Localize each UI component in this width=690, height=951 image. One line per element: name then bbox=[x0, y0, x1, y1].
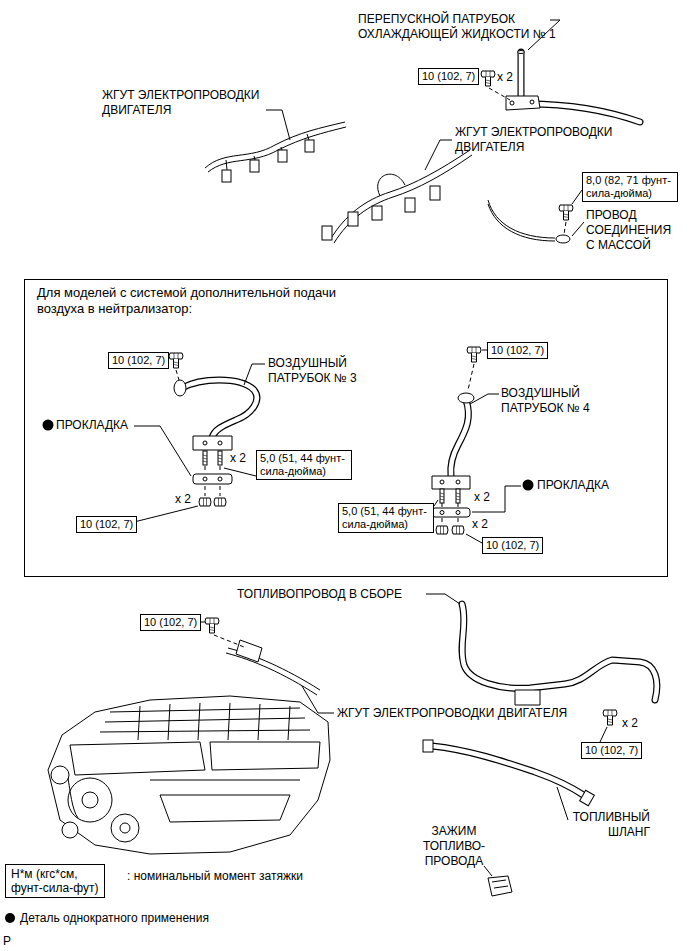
part-label: ПРОКЛАДКА bbox=[537, 478, 609, 493]
torque-value: Н*м (кгс*см, фунт-сила-фут) bbox=[11, 867, 99, 895]
torque-box: 10 (102, 7) bbox=[581, 742, 642, 759]
torque-box: 10 (102, 7) bbox=[76, 516, 137, 533]
torque-value: 10 (102, 7) bbox=[80, 518, 133, 531]
part-label: ВОЗДУШНЫЙ ПАТРУБОК № 3 bbox=[268, 356, 368, 386]
part-label: ПРОВОД СОЕДИНЕНИЯ С МАССОЙ bbox=[586, 208, 680, 253]
engine-illustration bbox=[48, 696, 330, 854]
quantity-mark: x 2 bbox=[474, 490, 490, 505]
torque-box: 10 (102, 7) bbox=[108, 352, 169, 369]
part-label: ЖГУТ ЭЛЕКТРОПРОВОДКИ ДВИГАТЕЛЯ bbox=[455, 125, 655, 155]
frame-heading: Для моделей с системой дополнительной по… bbox=[25, 280, 349, 322]
torque-value: 10 (102, 7) bbox=[422, 70, 475, 83]
part-label: ЗАЖИМ ТОПЛИВО- ПРОВОДА bbox=[418, 824, 490, 869]
part-label: ПЕРЕПУСКНОЙ ПАТРУБОК ОХЛАЖДАЮЩЕЙ ЖИДКОСТ… bbox=[358, 12, 573, 42]
torque-box: 8,0 (82, 71 фунт- сила-дюйма) bbox=[582, 172, 678, 202]
part-label: ТОПЛИВНЫЙ ШЛАНГ bbox=[570, 810, 650, 840]
torque-value: 10 (102, 7) bbox=[486, 539, 539, 552]
torque-value: 5,0 (51, 44 фунт- сила-дюйма) bbox=[342, 505, 430, 531]
part-label: ПРОКЛАДКА bbox=[56, 418, 128, 433]
torque-box: 5,0 (51, 44 фунт- сила-дюйма) bbox=[256, 450, 352, 480]
fuel-hose bbox=[423, 740, 594, 820]
quantity-mark: x 2 bbox=[622, 716, 638, 731]
torque-value: 5,0 (51, 44 фунт- сила-дюйма) bbox=[260, 452, 348, 478]
torque-box: 10 (102, 7) bbox=[482, 537, 543, 554]
engine-harness bbox=[322, 140, 472, 243]
ground-wire bbox=[488, 190, 584, 243]
legend-text: : номинальный момент затяжки bbox=[127, 869, 303, 884]
single-use-mark bbox=[5, 913, 15, 923]
part-label: ТОПЛИВОПРОВОД В СБОРЕ bbox=[237, 587, 402, 602]
torque-value: 8,0 (82, 71 фунт- сила-дюйма) bbox=[586, 174, 674, 200]
part-label: ВОЗДУШНЫЙ ПАТРУБОК № 4 bbox=[501, 386, 601, 416]
page-code: P bbox=[3, 934, 11, 949]
torque-value: 10 (102, 7) bbox=[144, 616, 197, 629]
torque-box: 10 (102, 7) bbox=[140, 614, 201, 631]
quantity-mark: x 2 bbox=[230, 451, 246, 466]
torque-box: 5,0 (51, 44 фунт- сила-дюйма) bbox=[338, 503, 434, 533]
torque-box: 10 (102, 7) bbox=[487, 342, 548, 359]
torque-value: 10 (102, 7) bbox=[112, 354, 165, 367]
engine-harness bbox=[205, 110, 346, 182]
torque-value: 10 (102, 7) bbox=[491, 344, 544, 357]
part-label: ЖГУТ ЭЛЕКТРОПРОВОДКИ ДВИГАТЕЛЯ bbox=[102, 88, 302, 118]
torque-box: 10 (102, 7) bbox=[418, 68, 479, 85]
quantity-mark: x 2 bbox=[497, 70, 513, 85]
air-pipe-4 bbox=[432, 347, 534, 543]
legend-box: Н*м (кгс*см, фунт-сила-фут) bbox=[5, 864, 105, 898]
fuel-line-clamp bbox=[484, 866, 512, 896]
quantity-mark: x 2 bbox=[472, 517, 488, 532]
part-label: ЖГУТ ЭЛЕКТРОПРОВОДКИ ДВИГАТЕЛЯ bbox=[337, 706, 567, 721]
air-pipe-3 bbox=[43, 353, 266, 522]
quantity-mark: x 2 bbox=[175, 492, 191, 507]
legend-text: Деталь однократного применения bbox=[20, 911, 209, 926]
torque-value: 10 (102, 7) bbox=[585, 744, 638, 757]
